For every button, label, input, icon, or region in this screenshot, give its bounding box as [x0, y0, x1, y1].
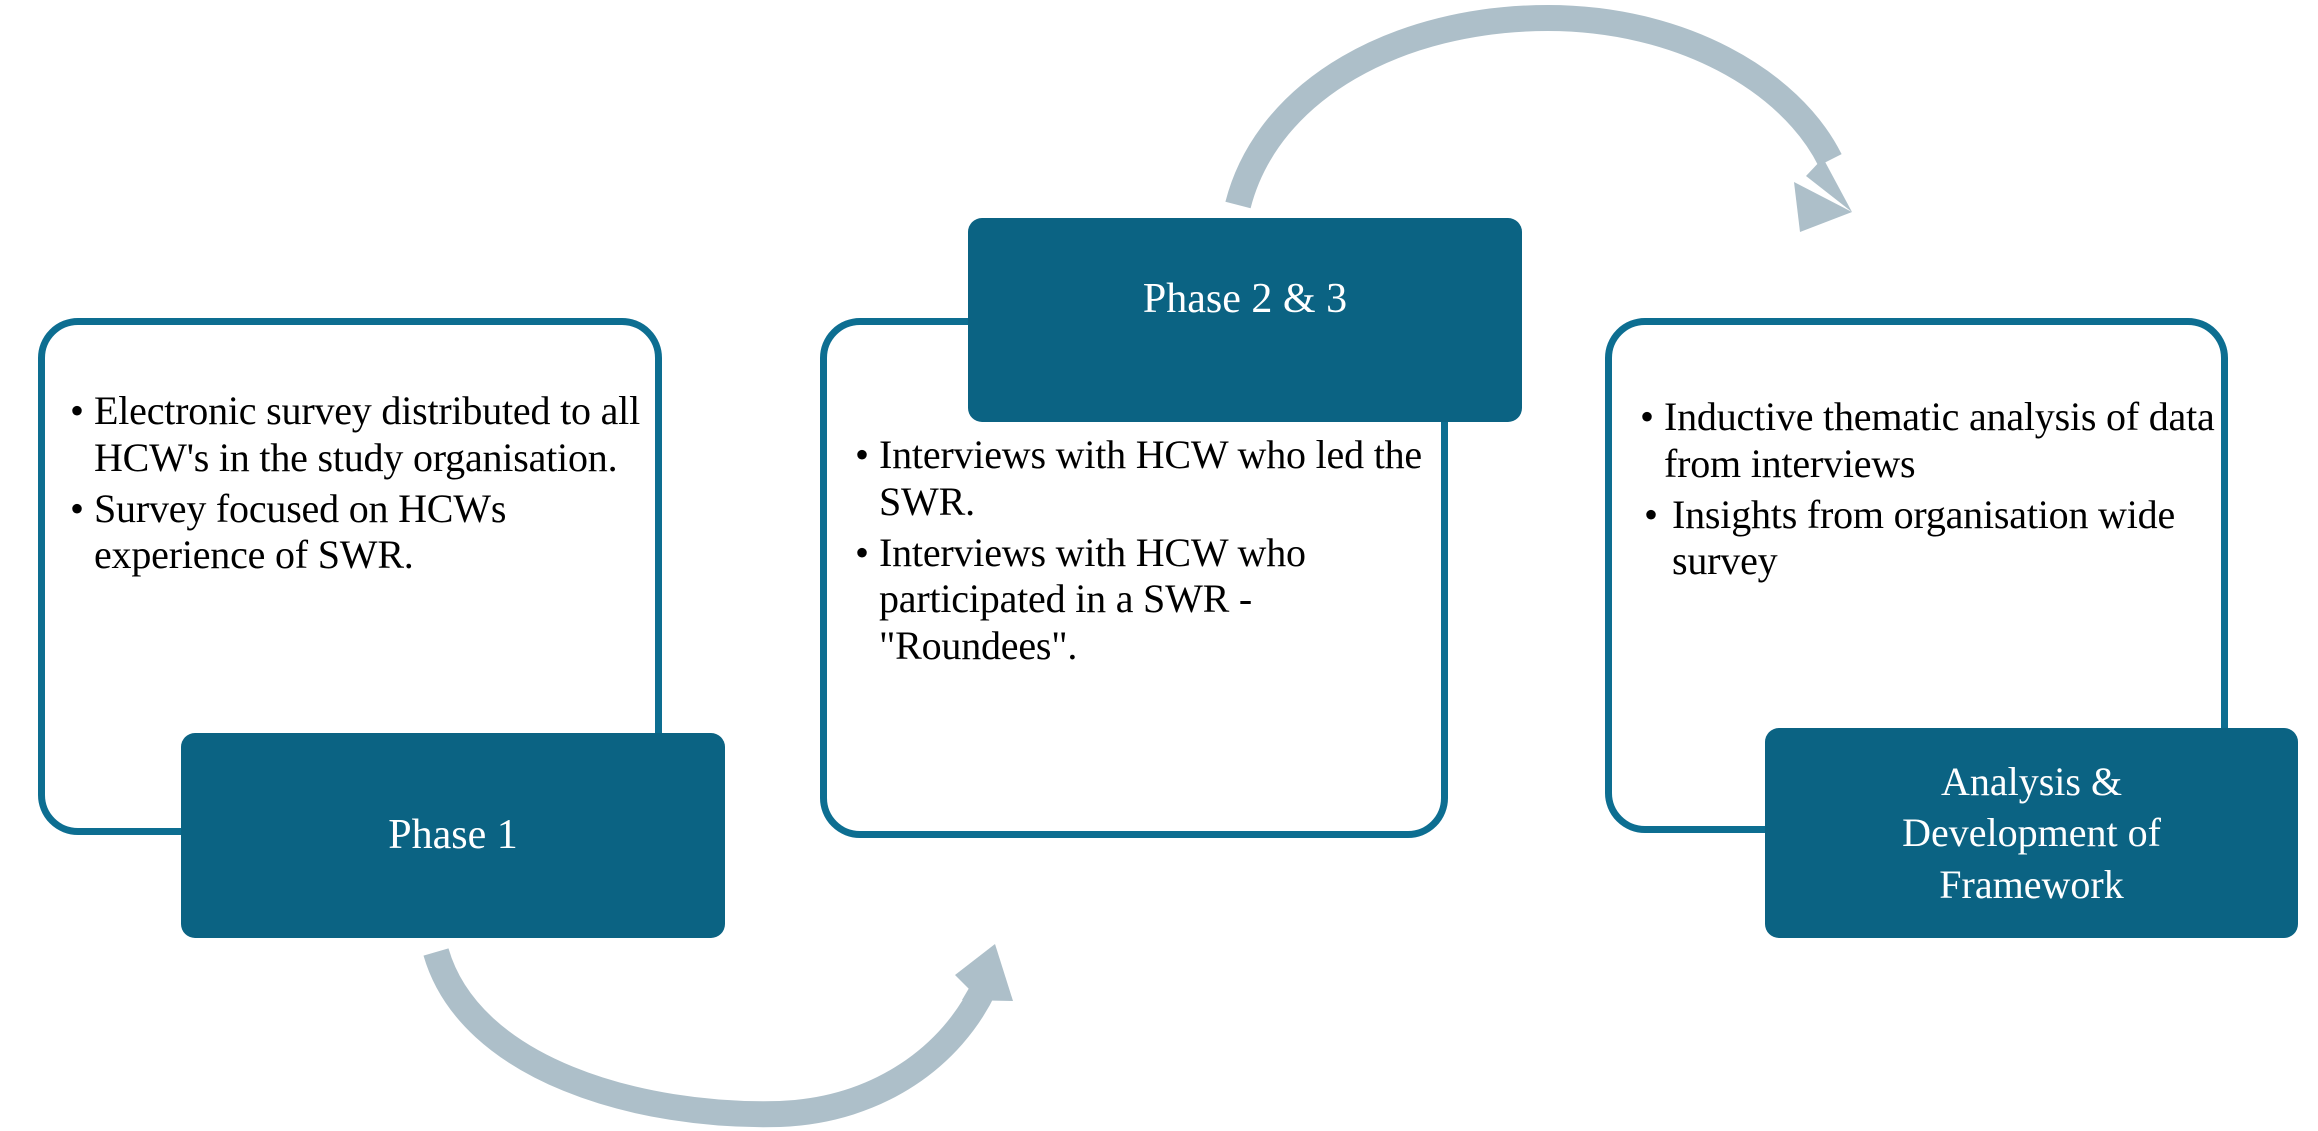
bullet-marker: •	[70, 388, 84, 433]
bullet-text: Survey focused on HCWs experience of SWR…	[94, 485, 507, 578]
bullet-marker: •	[1640, 394, 1654, 439]
arrow-phase23-to-analysis	[1225, 4, 1852, 232]
bullet-text: Interviews with HCW who led the SWR.	[879, 432, 1422, 524]
analysis-bullets: • Inductive thematic analysis of data fr…	[1640, 394, 2240, 589]
phase-1-bullets: • Electronic survey distributed to all H…	[70, 388, 670, 583]
bullet-marker: •	[1644, 491, 1658, 537]
list-item: • Inductive thematic analysis of data fr…	[1640, 394, 2240, 488]
bullet-marker: •	[70, 485, 84, 531]
bullet-text: Insights from organisation wide survey	[1672, 491, 2175, 584]
phase-2-3-bullets: • Interviews with HCW who led the SWR. •…	[855, 432, 1455, 674]
phase-2-3-label-box: Phase 2 & 3	[968, 218, 1522, 422]
list-item: • Electronic survey distributed to all H…	[70, 388, 670, 482]
phase-1-label: Phase 1	[388, 812, 518, 859]
phase-2-3-label: Phase 2 & 3	[1142, 276, 1348, 322]
bullet-marker: •	[855, 529, 869, 575]
analysis-label-line-2: Development of	[1902, 810, 2161, 856]
bullet-marker: •	[855, 432, 869, 477]
list-item: • Interviews with HCW who led the SWR.	[855, 432, 1455, 526]
list-item: • Interviews with HCW who participated i…	[855, 530, 1455, 670]
analysis-label-line-3: Framework	[1939, 861, 2124, 907]
bullet-text: Inductive thematic analysis of data from…	[1664, 394, 2215, 486]
bullet-text: Interviews with HCW who participated in …	[879, 529, 1306, 669]
bullet-text: Electronic survey distributed to all HCW…	[94, 388, 640, 480]
analysis-label-box: Analysis & Development of Framework	[1765, 728, 2298, 938]
phase-1-label-box: Phase 1	[181, 733, 725, 938]
list-item: • Insights from organisation wide survey	[1640, 492, 2240, 586]
analysis-label: Analysis & Development of Framework	[1902, 756, 2161, 910]
arrow-phase1-to-phase23	[423, 944, 1013, 1128]
list-item: • Survey focused on HCWs experience of S…	[70, 486, 670, 580]
analysis-label-line-1: Analysis &	[1940, 759, 2123, 805]
